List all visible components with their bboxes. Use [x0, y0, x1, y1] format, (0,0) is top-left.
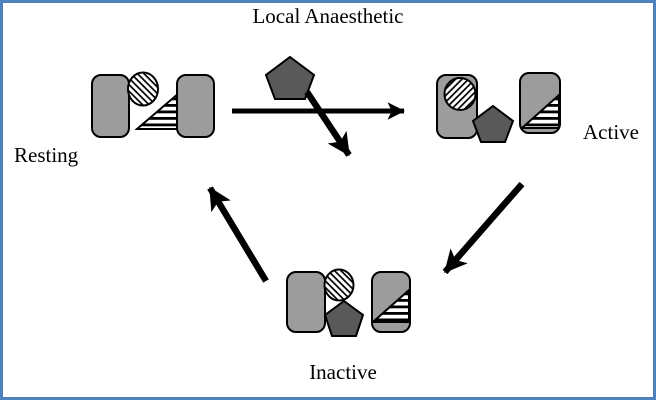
inactivation-ball-icon [323, 268, 355, 302]
arrow-anaesthetic-entry [304, 90, 352, 157]
inactive-state-label: Inactive [309, 360, 377, 384]
inactivation-ball-icon [443, 77, 477, 111]
active-state-label: Active [583, 120, 639, 144]
inactive-state-group [286, 268, 411, 337]
active-state-group [436, 72, 561, 143]
resting-state-group [91, 71, 215, 138]
gate-triangle-icon [520, 92, 560, 129]
channel-subunit-icon [91, 74, 130, 138]
channel-subunit-icon [286, 271, 326, 333]
resting-state-label: Resting [14, 143, 79, 167]
channel-state-diagram [91, 55, 561, 337]
diagram-title: Local Anaesthetic [252, 4, 404, 28]
arrow-active-to-inactive [442, 181, 525, 275]
anaesthetic-pentagon-icon [323, 299, 365, 337]
anaesthetic-pentagon-icon [264, 55, 316, 100]
arrow-inactive-to-resting [207, 186, 269, 283]
anaesthetic-pentagon-icon [471, 104, 515, 143]
channel-subunit-icon [176, 74, 215, 138]
gate-triangle-icon [372, 287, 410, 323]
inactivation-ball-icon [127, 71, 159, 107]
